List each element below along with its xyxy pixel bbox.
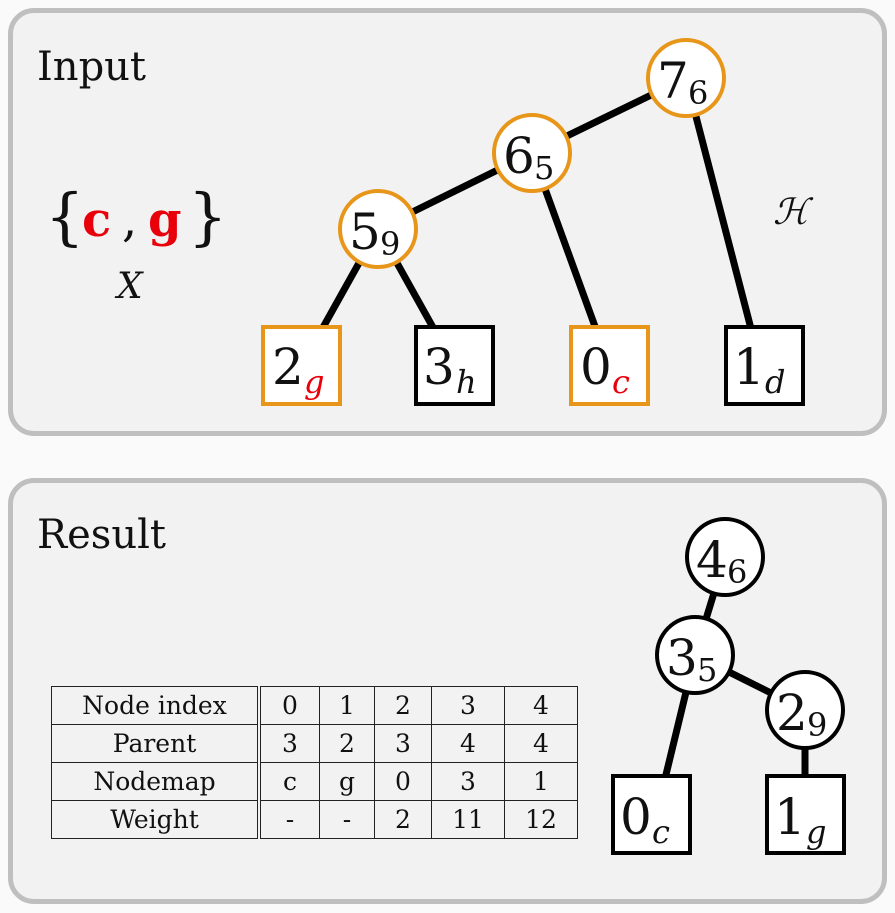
table-cell: 12	[504, 800, 578, 839]
table-row: Nodemap c g 0 3 1	[51, 762, 578, 801]
table-row: Weight - - 2 11 12	[51, 800, 578, 839]
svg-text:2: 2	[272, 338, 304, 396]
table-cell: 2	[374, 686, 432, 725]
svg-text:5: 5	[534, 149, 554, 187]
set-item-c: c	[82, 192, 111, 248]
table-cell: 4	[504, 724, 578, 763]
table-cell: 1	[319, 686, 375, 725]
table-cell: 0	[258, 686, 320, 725]
svg-text:d: d	[765, 363, 785, 401]
table-cell: 3	[374, 724, 432, 763]
input-title: Input	[37, 44, 146, 90]
result-title: Result	[37, 512, 166, 558]
svg-text:3: 3	[666, 629, 698, 687]
set-comma: ,	[122, 192, 137, 248]
result-node-4-6: 4 6	[685, 517, 765, 597]
table-row: Parent 3 2 3 4 4	[51, 724, 578, 763]
svg-text:h: h	[456, 363, 477, 401]
graph-label: ℋ	[773, 192, 814, 233]
table-cell: -	[319, 800, 375, 839]
result-leaf-0-c: 0 c	[611, 774, 692, 855]
svg-text:1: 1	[774, 788, 806, 846]
result-node-3-5: 3 5	[655, 615, 735, 695]
table-cell: 11	[431, 800, 505, 839]
svg-text:6: 6	[503, 127, 535, 185]
node-7-6: 7 6	[646, 38, 726, 118]
row-label-weight: Weight	[51, 800, 261, 839]
svg-text:7: 7	[657, 52, 689, 110]
svg-text:g: g	[304, 363, 324, 401]
result-table: Node index 0 1 2 3 4 Parent 3 2 3 4 4 No…	[51, 686, 578, 839]
result-leaf-1-g: 1 g	[765, 774, 846, 855]
table-cell: 3	[258, 724, 320, 763]
set-item-g: g	[148, 192, 182, 248]
leaf-1-d: 1 d	[724, 325, 805, 406]
input-set: { c , g } X	[45, 180, 227, 307]
leaf-3-h: 3 h	[414, 325, 495, 406]
svg-text:3: 3	[423, 338, 455, 396]
row-label-nodemap: Nodemap	[51, 762, 261, 801]
table-cell: 4	[431, 724, 505, 763]
table-cell: 2	[374, 800, 432, 839]
leaf-2-g: 2 g	[261, 325, 342, 406]
table-row: Node index 0 1 2 3 4	[51, 686, 578, 725]
set-close-brace: }	[188, 180, 227, 253]
svg-text:9: 9	[807, 706, 827, 744]
svg-text:6: 6	[727, 553, 747, 591]
table-cell: -	[258, 800, 320, 839]
svg-text:c: c	[612, 363, 630, 401]
node-5-9: 5 9	[338, 189, 418, 269]
table-cell: c	[258, 762, 320, 801]
svg-text:5: 5	[697, 651, 717, 689]
svg-text:c: c	[652, 813, 670, 851]
svg-text:g: g	[806, 813, 826, 851]
table-cell: 1	[504, 762, 578, 801]
row-label-node-index: Node index	[51, 686, 261, 725]
node-6-5: 6 5	[492, 113, 572, 193]
svg-text:4: 4	[696, 531, 728, 589]
row-label-parent: Parent	[51, 724, 261, 763]
svg-text:5: 5	[349, 203, 381, 261]
table-cell: 4	[504, 686, 578, 725]
table-cell: 3	[431, 686, 505, 725]
table-cell: 0	[374, 762, 432, 801]
table-cell: 2	[319, 724, 375, 763]
result-node-2-9: 2 9	[765, 670, 845, 750]
svg-text:1: 1	[733, 338, 765, 396]
table-cell: 3	[431, 762, 505, 801]
table-cell: g	[319, 762, 375, 801]
svg-text:6: 6	[688, 74, 708, 112]
set-name: X	[114, 266, 144, 307]
set-open-brace: {	[45, 180, 84, 253]
leaf-0-c: 0 c	[569, 325, 650, 406]
svg-text:2: 2	[776, 684, 808, 742]
svg-text:0: 0	[620, 788, 652, 846]
svg-text:0: 0	[580, 338, 612, 396]
svg-text:9: 9	[380, 225, 400, 263]
